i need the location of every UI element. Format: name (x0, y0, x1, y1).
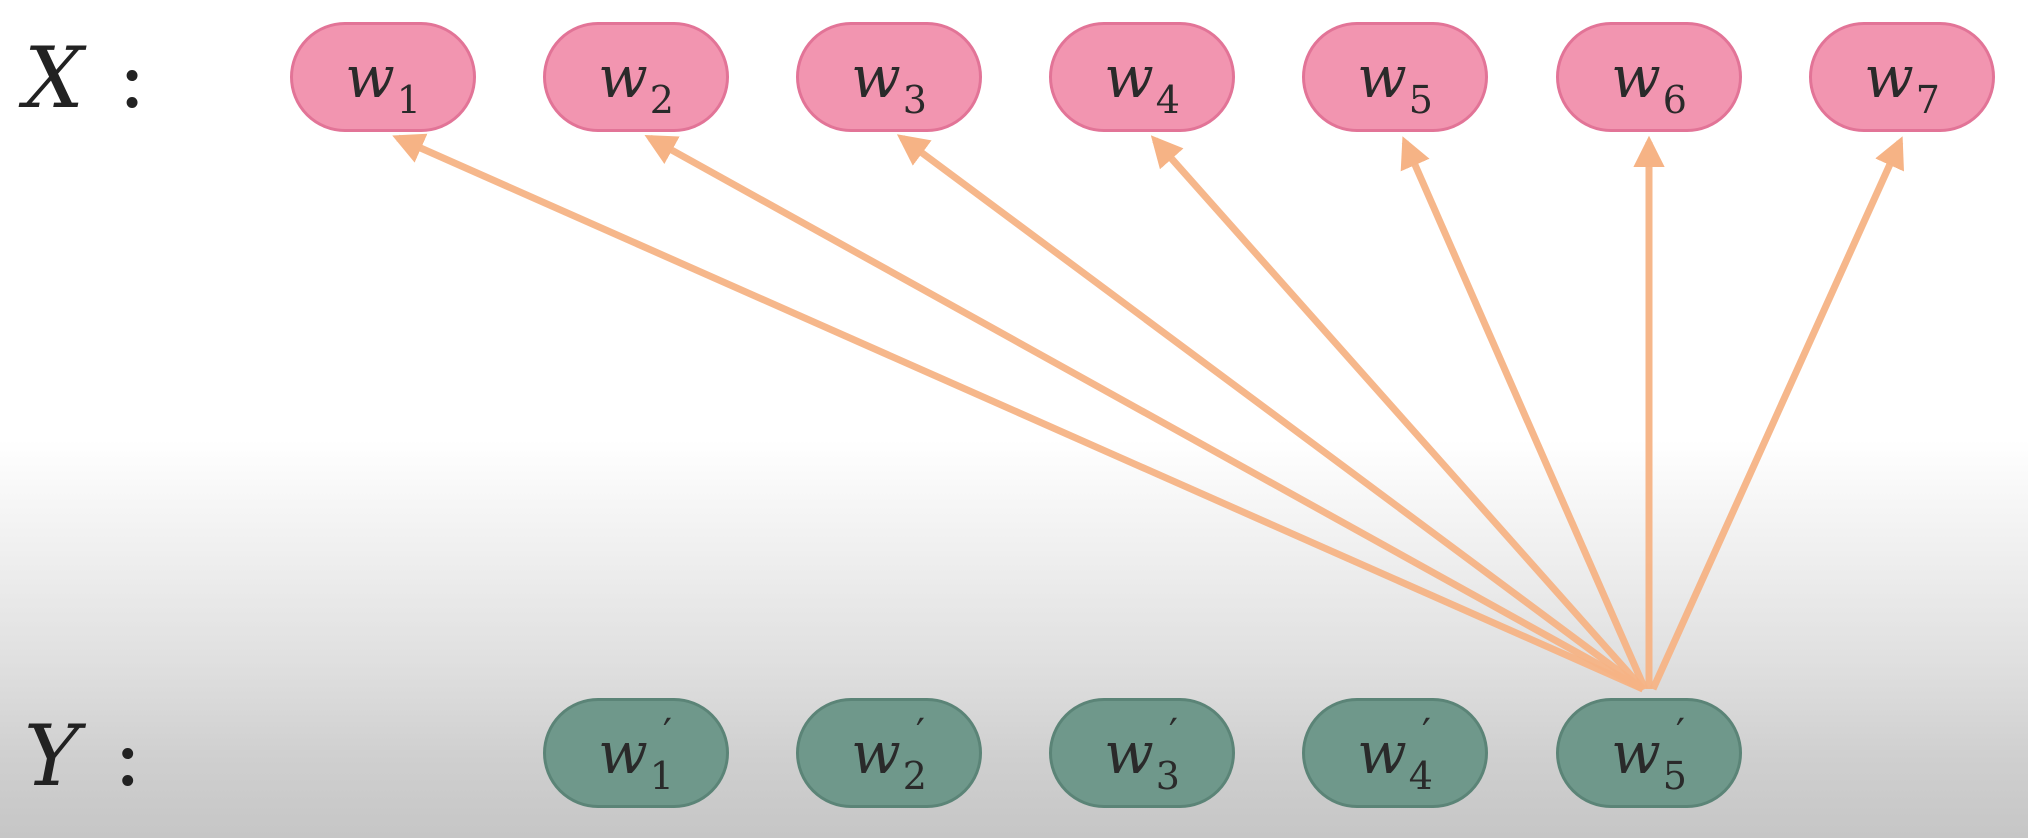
target-node-w3-prime: w ′3 (1049, 698, 1235, 808)
token-label: w ′2 (851, 714, 927, 795)
source-node-w3: w3 (796, 22, 982, 132)
token-base: w (851, 43, 901, 111)
target-label-colon: : (113, 707, 142, 805)
source-node-w5: w5 (1302, 22, 1488, 132)
token-subscript: 4 (1408, 754, 1433, 798)
token-subscript: 3 (1155, 754, 1180, 798)
token-prime: ′ (1675, 711, 1685, 757)
arrow-w5prime-to-w2 (644, 134, 1645, 693)
token-subscript: 5 (1662, 754, 1687, 798)
arrow-w5prime-to-w4 (1150, 135, 1646, 692)
target-row-label: Y: (24, 714, 142, 798)
token-label: w3 (851, 48, 927, 119)
token-label: w4 (1104, 48, 1180, 119)
source-node-w6: w6 (1556, 22, 1742, 132)
token-base: w (1104, 43, 1154, 111)
token-subscript: 6 (1662, 78, 1687, 122)
arrow-w5prime-to-w1 (392, 133, 1645, 693)
token-base: w (345, 43, 395, 111)
source-label-colon: : (117, 29, 147, 127)
token-label: w ′5 (1611, 714, 1687, 795)
token-label: w ′4 (1357, 714, 1433, 795)
arrow-w5prime-to-w3 (896, 134, 1646, 692)
source-node-w7: w7 (1809, 22, 1995, 132)
target-label-letter: Y (24, 707, 80, 805)
target-node-w1-prime: w ′1 (543, 698, 729, 808)
token-subscript: 1 (649, 754, 674, 798)
token-prime: ′ (1168, 711, 1178, 757)
token-label: w1 (345, 48, 421, 119)
token-base: w (598, 43, 648, 111)
arrow-w5prime-to-w5 (1400, 136, 1649, 691)
token-subscript: 4 (1155, 78, 1180, 122)
token-label: w7 (1864, 48, 1940, 119)
source-row-label: X: (24, 36, 146, 120)
token-prime: ′ (662, 711, 672, 757)
token-base: w (1864, 43, 1914, 111)
source-node-w1: w1 (290, 22, 476, 132)
arrow-w5prime-to-w7 (1649, 136, 1904, 691)
token-base: w (1357, 719, 1407, 787)
token-base: w (1611, 719, 1661, 787)
token-subscript: 2 (649, 78, 674, 122)
token-prime: ′ (1421, 711, 1431, 757)
token-subscript: 5 (1408, 78, 1433, 122)
token-label: w ′1 (598, 714, 674, 795)
token-label: w2 (598, 48, 674, 119)
token-base: w (851, 719, 901, 787)
token-prime: ′ (915, 711, 925, 757)
token-label: w ′3 (1104, 714, 1180, 795)
token-subscript: 3 (902, 78, 927, 122)
source-label-letter: X (24, 29, 84, 127)
token-subscript: 2 (902, 754, 927, 798)
target-node-w2-prime: w ′2 (796, 698, 982, 808)
token-label: w5 (1357, 48, 1433, 119)
source-node-w4: w4 (1049, 22, 1235, 132)
token-base: w (1357, 43, 1407, 111)
source-node-w2: w2 (543, 22, 729, 132)
token-base: w (1104, 719, 1154, 787)
target-node-w4-prime: w ′4 (1302, 698, 1488, 808)
token-base: w (1611, 43, 1661, 111)
target-node-w5-prime: w ′5 (1556, 698, 1742, 808)
token-label: w6 (1611, 48, 1687, 119)
token-base: w (598, 719, 648, 787)
token-subscript: 1 (396, 78, 421, 122)
token-subscript: 7 (1915, 78, 1940, 122)
